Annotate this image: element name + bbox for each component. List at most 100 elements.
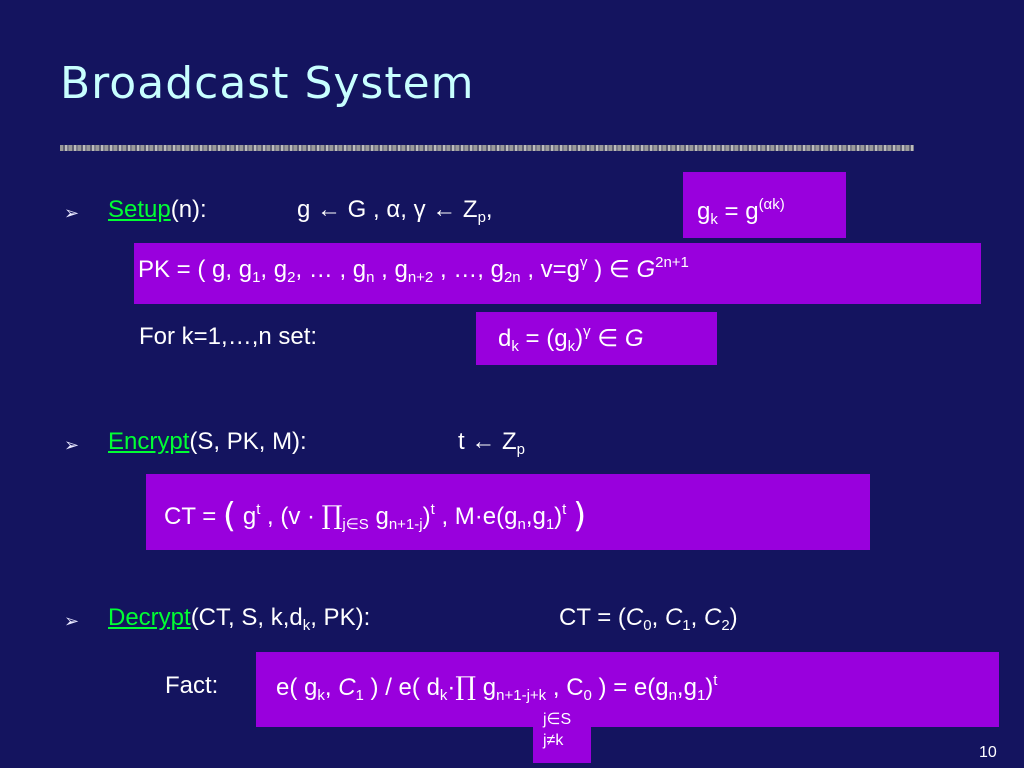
ct-part: ,g: [525, 503, 546, 530]
fact-sub: 1: [355, 687, 364, 704]
setup-keyword: Setup: [108, 196, 171, 223]
decrypt-ct-part: ,: [690, 604, 704, 631]
fact-sub: 0: [583, 687, 592, 704]
encrypt-sample-sub: p: [516, 441, 526, 458]
ct-sub: j∈S: [342, 516, 369, 533]
index-line-2: j≠k: [543, 732, 564, 749]
fact-part: e( g: [276, 674, 318, 701]
setup-args: (n):: [170, 196, 207, 223]
fact-part: C: [338, 674, 356, 701]
encrypt-sample: t ← Zp: [458, 428, 526, 458]
bullet-icon: ➢: [64, 611, 80, 631]
pk-sub: n+2: [407, 269, 434, 286]
index-line-1: j∈S: [543, 711, 572, 728]
gk-sub: k: [710, 211, 718, 228]
decrypt-args: , PK):: [310, 604, 371, 631]
fact-part: g: [476, 674, 497, 701]
dk-formula: dk = (gk)γ ∈ G: [498, 324, 644, 355]
fact-sup: t: [713, 672, 718, 689]
dk-group: G: [624, 325, 644, 352]
fact-formula: e( gk, C1 ) / e( dk·∏ gn+1-j+k , C0 ) = …: [276, 672, 718, 704]
pk-part: , g: [374, 256, 408, 283]
decrypt-ct-part: C: [703, 604, 722, 631]
pk-part: ) ∈: [587, 256, 637, 283]
encrypt-args: (S, PK, M):: [189, 428, 307, 455]
decrypt-ct-sub: 2: [721, 617, 730, 634]
ct-paren: (: [222, 496, 237, 536]
decrypt-ct: CT = (C0, C1, C2): [559, 604, 738, 634]
dk-sub: k: [511, 338, 519, 355]
setup-sample-sub: p: [477, 209, 486, 226]
ct-part: ): [554, 503, 563, 530]
ct-part: g: [368, 503, 389, 530]
fact-sub: n: [668, 687, 677, 704]
dk-part: ∈: [590, 325, 625, 352]
pk-part: , v=g: [520, 256, 581, 283]
setup-sample-tail: ,: [485, 196, 493, 223]
bullet-icon: ➢: [64, 203, 80, 223]
fact-part: ) / e( d: [363, 674, 440, 701]
ct-formula: CT = ( gt , (v · ∏j∈S gn+1-j)t , M·e(gn,…: [164, 496, 586, 536]
setup-line: Setup(n):: [108, 196, 207, 224]
decrypt-ct-part: ): [729, 604, 738, 631]
product-icon: ∏: [321, 501, 343, 531]
gk-formula: gk = g(αk): [697, 196, 785, 228]
gk-box: gk = g(αk): [683, 172, 846, 238]
ct-part: ): [422, 503, 431, 530]
page-number: 10: [979, 744, 997, 761]
dk-box: dk = (gk)γ ∈ G: [476, 312, 717, 365]
ct-part: , M·e(g: [434, 503, 518, 530]
pk-part: , … , g: [295, 256, 367, 283]
decrypt-sub: k: [302, 617, 311, 634]
fact-sub: k: [439, 687, 448, 704]
decrypt-ct-part: C: [625, 604, 644, 631]
fact-part: , C: [546, 674, 584, 701]
gk-eq: = g: [717, 198, 759, 225]
ct-sup: t: [430, 501, 435, 518]
ct-sup: t: [562, 501, 567, 518]
index-box: j∈S j≠k: [533, 705, 591, 763]
encrypt-sample-text: t ← Z: [458, 428, 517, 455]
setup-sample: g ← G , α, γ ← Zp,: [297, 196, 493, 226]
pk-sub: 2n: [503, 269, 521, 286]
dk-part: d: [498, 325, 512, 352]
ct-box: CT = ( gt , (v · ∏j∈S gn+1-j)t , M·e(gn,…: [146, 474, 870, 550]
pk-sup: 2n+1: [655, 254, 689, 271]
decrypt-ct-part: CT = (: [559, 604, 626, 631]
decrypt-keyword: Decrypt: [108, 604, 191, 631]
fact-part: ·: [447, 674, 456, 701]
fact-sub: 1: [696, 687, 706, 704]
decrypt-ct-part: C: [664, 604, 683, 631]
gk-g: g: [697, 198, 711, 225]
bullet-icon: ➢: [64, 435, 80, 455]
pk-box: PK = ( g, g1, g2, … , gn , gn+2 , …, g2n…: [134, 243, 981, 304]
dk-part: ): [575, 325, 584, 352]
pk-sub: 1: [252, 269, 261, 286]
ct-part: , (v ·: [260, 503, 322, 530]
ct-sup: t: [256, 501, 261, 518]
decrypt-ct-sub: 0: [643, 617, 652, 634]
fact-part: ) = e(g: [591, 674, 669, 701]
dk-sub: k: [567, 338, 576, 355]
encrypt-keyword: Encrypt: [108, 428, 190, 455]
ct-sub: n: [517, 516, 526, 533]
setup-sample-text: g ← G , α, γ ← Z: [297, 196, 478, 223]
pk-formula: PK = ( g, g1, g2, … , gn , gn+2 , …, g2n…: [138, 254, 689, 286]
for-line: For k=1,…,n set:: [139, 323, 318, 350]
pk-part: , …, g: [433, 256, 504, 283]
ct-part: CT =: [164, 503, 223, 530]
decrypt-ct-sub: 1: [682, 617, 691, 634]
decrypt-ct-part: ,: [651, 604, 665, 631]
product-icon: ∏: [455, 672, 477, 702]
decrypt-line: Decrypt(CT, S, k,dk, PK):: [108, 604, 371, 634]
ct-sub: n+1-j: [388, 516, 423, 533]
pk-sup: γ: [580, 254, 588, 271]
pk-part: , g: [260, 256, 288, 283]
gk-sup: (αk): [758, 196, 785, 213]
decrypt-args: (CT, S, k,d: [190, 604, 303, 631]
pk-part: PK = ( g, g: [138, 256, 253, 283]
fact-part: ,g: [676, 674, 697, 701]
ct-part: g: [236, 503, 257, 530]
fact-sub: n+1-j+k: [496, 687, 547, 704]
fact-sub: k: [317, 687, 325, 704]
